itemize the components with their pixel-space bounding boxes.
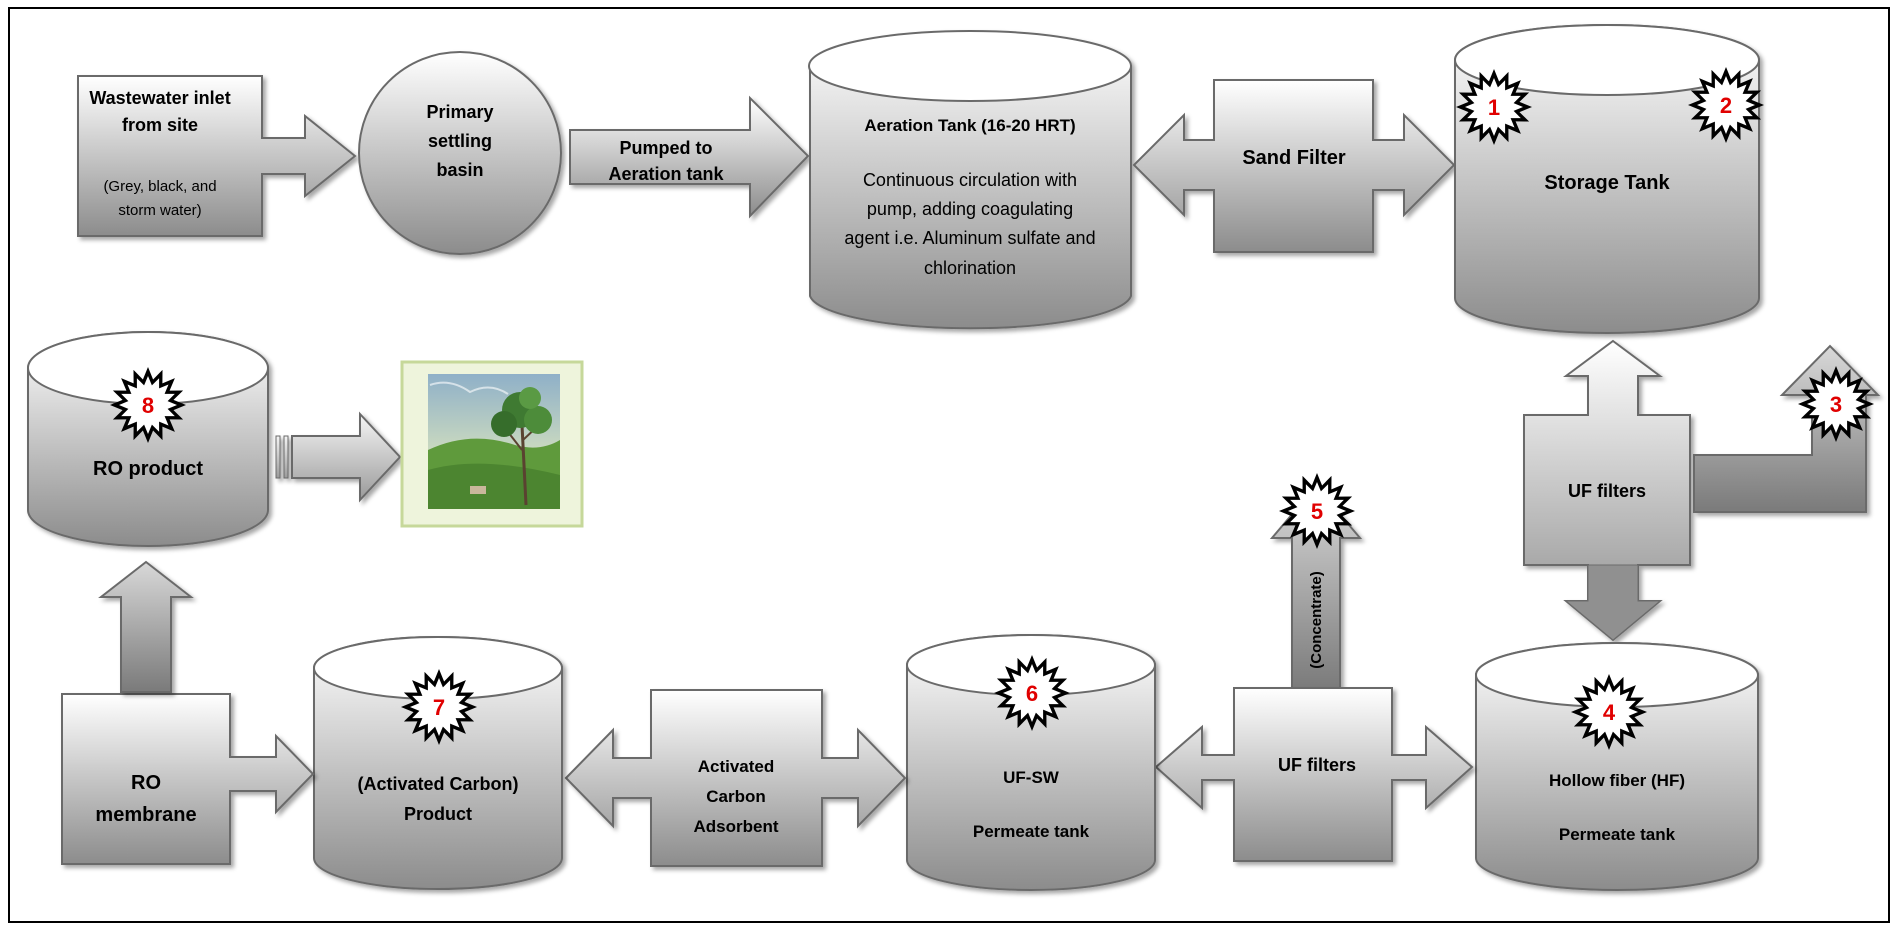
- badge-8-starburst: 8: [110, 367, 186, 443]
- primary-line2: settling: [428, 131, 492, 151]
- primary-line1: Primary: [426, 102, 493, 122]
- landscape-painting-image: [400, 360, 584, 528]
- ac-line3: Adsorbent: [694, 817, 779, 836]
- ro-up-arrow: [98, 560, 194, 693]
- ac-line2: Carbon: [706, 787, 766, 806]
- badges-layer: 1 2 3 4 5 6 7 8: [110, 67, 1874, 750]
- aeration-title: Aeration Tank (16-20 HRT): [864, 116, 1075, 135]
- badge-starburst-inner: [1807, 375, 1865, 433]
- inlet-sub-line1: (Grey, black, and: [103, 178, 216, 195]
- badge-number: 3: [1830, 392, 1842, 417]
- inlet-title-line2: from site: [122, 115, 198, 135]
- hollow-fiber-cylinder: [1475, 642, 1759, 891]
- activated-carbon-arrow: [564, 689, 907, 867]
- badge-starburst-inner: [410, 678, 468, 736]
- badge-number: 6: [1026, 681, 1038, 706]
- badge-1-starburst: 1: [1456, 69, 1532, 145]
- ro-membrane-box: [61, 693, 315, 865]
- uf-filters-bottom-label: UF filters: [1278, 755, 1356, 775]
- uf-filters-right-label: UF filters: [1568, 481, 1646, 501]
- hollow-fiber-line2: Permeate tank: [1559, 825, 1676, 844]
- badge-starburst-inner: [1465, 78, 1523, 136]
- sand-filter-label: Sand Filter: [1242, 147, 1346, 169]
- pump-line1: Pumped to: [620, 138, 713, 158]
- badge-5-starburst: 5: [1279, 473, 1355, 549]
- storage-label: Storage Tank: [1544, 172, 1670, 194]
- ac-line1: Activated: [698, 757, 775, 776]
- badge-4-starburst: 4: [1571, 674, 1647, 750]
- concentrate-label: (Concentrate): [1308, 571, 1325, 669]
- ro-product-label: RO product: [93, 458, 203, 480]
- uf-filters-bottom-arrow: [1154, 687, 1474, 862]
- primary-settling-basin: [358, 51, 562, 255]
- badge-number: 8: [142, 393, 154, 418]
- inlet-sub-line2: storm water): [118, 202, 201, 219]
- badge-number: 7: [433, 695, 445, 720]
- uf-filters-arrow-down-tip: [1564, 564, 1662, 641]
- badge-3-starburst: 3: [1798, 366, 1874, 442]
- ro-membrane-line1: RO: [131, 772, 161, 794]
- badge-number: 1: [1488, 95, 1500, 120]
- primary-line3: basin: [436, 160, 483, 180]
- storage-tank-cylinder: [1454, 24, 1760, 334]
- badge-number: 5: [1311, 499, 1323, 524]
- badge-6-starburst: 6: [994, 655, 1070, 731]
- aeration-line2: pump, adding coagulating: [867, 199, 1073, 219]
- uf-sw-line1: UF-SW: [1003, 768, 1060, 787]
- badge-number: 4: [1603, 700, 1616, 725]
- pumped-arrow: [569, 95, 810, 219]
- ro-membrane-line2: membrane: [95, 804, 196, 826]
- inlet-title-line1: Wastewater inlet: [89, 88, 230, 108]
- aeration-tank-cylinder: [808, 30, 1132, 330]
- hollow-fiber-line1: Hollow fiber (HF): [1549, 771, 1685, 790]
- badge-number: 2: [1720, 93, 1732, 118]
- badge-starburst-inner: [1580, 683, 1638, 741]
- badge-starburst-inner: [1697, 76, 1755, 134]
- badge-starburst-inner: [119, 376, 177, 434]
- ac-product-cylinder: [313, 636, 563, 890]
- pump-line2: Aeration tank: [608, 164, 724, 184]
- aeration-line4: chlorination: [924, 258, 1016, 278]
- badge-7-starburst: 7: [401, 669, 477, 745]
- aeration-line1: Continuous circulation with: [863, 170, 1077, 190]
- badge-starburst-inner: [1288, 482, 1346, 540]
- ro-to-landscape-arrow: [275, 411, 402, 503]
- badge-starburst-inner: [1003, 664, 1061, 722]
- ac-product-line1: (Activated Carbon): [357, 774, 518, 794]
- badge-2-starburst: 2: [1688, 67, 1764, 143]
- ac-product-line2: Product: [404, 804, 472, 824]
- aeration-line3: agent i.e. Aluminum sulfate and: [844, 228, 1095, 248]
- wastewater-inlet-box: [77, 75, 357, 237]
- uf-sw-line2: Permeate tank: [973, 822, 1090, 841]
